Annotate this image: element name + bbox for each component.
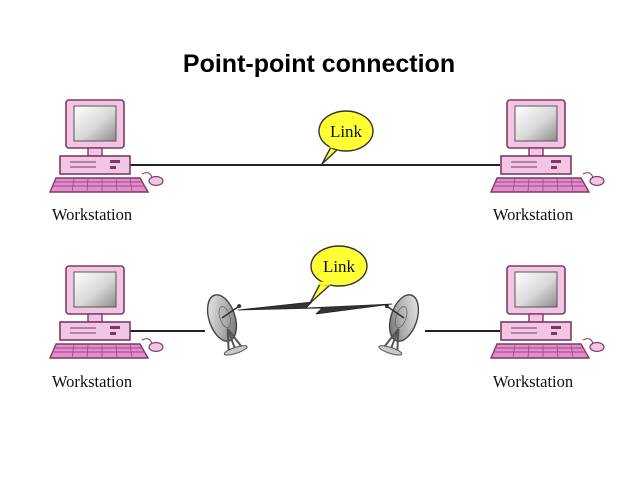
wireless-lightning-link-icon bbox=[237, 301, 393, 315]
page-title: Point-point connection bbox=[183, 50, 455, 78]
bottom-link-label: Link bbox=[323, 257, 356, 276]
bottom-right-workstation-icon bbox=[490, 265, 605, 359]
top-right-workstation-label: Workstation bbox=[493, 205, 573, 224]
top-right-workstation-icon bbox=[490, 99, 605, 193]
right-satellite-dish-icon bbox=[370, 287, 425, 360]
top-link-label: Link bbox=[330, 122, 363, 141]
bottom-left-workstation-icon bbox=[49, 265, 164, 359]
top-left-workstation-label: Workstation bbox=[52, 205, 132, 224]
top-speech-bubble-icon bbox=[318, 110, 374, 165]
left-satellite-dish-icon bbox=[201, 287, 256, 360]
bottom-speech-bubble-icon bbox=[309, 245, 368, 304]
bottom-left-workstation-label: Workstation bbox=[52, 372, 132, 391]
top-left-workstation-icon bbox=[49, 99, 164, 193]
bottom-right-workstation-label: Workstation bbox=[493, 372, 573, 391]
